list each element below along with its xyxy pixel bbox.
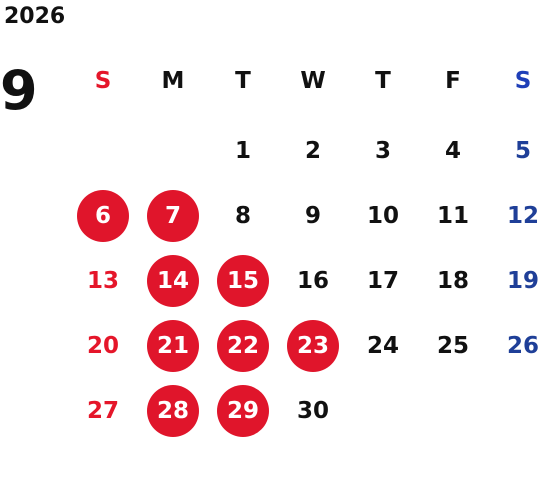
day-cell[interactable]: 17 [366,268,399,294]
day-cell[interactable]: 19 [506,268,539,294]
day-cell[interactable]: 25 [436,333,469,359]
weekday-header: T [235,68,251,94]
weekday-header: W [300,68,326,94]
day-cell-holiday[interactable]: 23 [287,320,339,372]
month-number: 9 [0,59,38,122]
day-cell[interactable]: 30 [296,398,329,424]
day-cell-holiday[interactable]: 6 [77,190,129,242]
day-cell[interactable]: 20 [86,333,119,359]
weekday-header: S [94,68,112,94]
weekday-header: S [514,68,532,94]
weekday-header: M [161,68,185,94]
year-label: 2026 [4,4,66,29]
day-cell[interactable]: 8 [234,203,251,229]
day-cell[interactable]: 10 [366,203,399,229]
day-cell[interactable]: 4 [444,138,461,164]
day-cell-holiday[interactable]: 7 [147,190,199,242]
day-cell[interactable]: 2 [304,138,321,164]
day-cell[interactable]: 12 [506,203,539,229]
day-cell-holiday[interactable]: 28 [147,385,199,437]
day-cell[interactable]: 9 [304,203,321,229]
day-cell-holiday[interactable]: 14 [147,255,199,307]
weekday-header: F [445,68,461,94]
day-cell[interactable]: 26 [506,333,539,359]
day-cell[interactable]: 1 [234,138,251,164]
day-cell[interactable]: 13 [86,268,119,294]
day-cell[interactable]: 11 [436,203,469,229]
day-cell-holiday[interactable]: 29 [217,385,269,437]
day-cell[interactable]: 24 [366,333,399,359]
day-cell[interactable]: 27 [86,398,119,424]
day-cell[interactable]: 18 [436,268,469,294]
day-cell[interactable]: 5 [514,138,531,164]
weekday-header: T [375,68,391,94]
day-cell-holiday[interactable]: 22 [217,320,269,372]
day-cell-holiday[interactable]: 15 [217,255,269,307]
day-cell-holiday[interactable]: 21 [147,320,199,372]
day-cell[interactable]: 16 [296,268,329,294]
day-cell[interactable]: 3 [374,138,391,164]
